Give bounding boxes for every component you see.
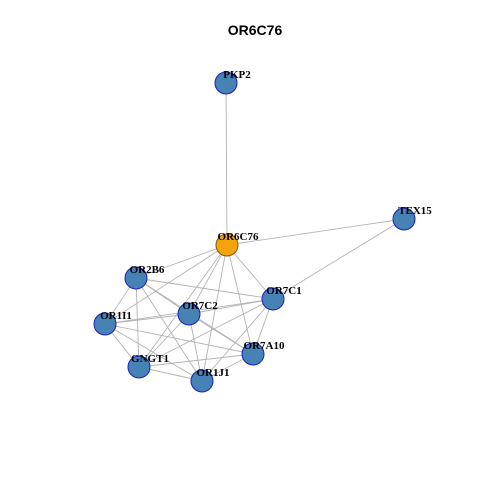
node-label: GNGT1 xyxy=(131,353,169,365)
node-circle xyxy=(190,369,214,393)
diagram-title: OR6C76 xyxy=(228,22,283,38)
node-circle xyxy=(241,342,265,366)
node-label: OR1I1 xyxy=(100,310,132,322)
node-circle xyxy=(214,71,238,95)
node-or6c76: OR6C76 xyxy=(215,231,259,257)
node-or1i1: OR1I1 xyxy=(93,310,132,336)
node-or1j1: OR1J1 xyxy=(190,367,230,393)
node-label: OR7A10 xyxy=(244,340,285,352)
edge-or7c1-gngt1 xyxy=(138,298,274,368)
node-circle xyxy=(261,287,285,311)
node-circle xyxy=(124,266,148,290)
edge-or7a10-gngt1 xyxy=(138,353,254,368)
edge-or2b6-gngt1 xyxy=(135,277,140,368)
node-circle xyxy=(177,302,201,326)
node-label: OR1J1 xyxy=(197,367,230,379)
node-or2b6: OR2B6 xyxy=(124,264,165,290)
edge-or2b6-or1j1 xyxy=(135,277,203,382)
node-circle xyxy=(392,207,416,231)
edge-tex15-or7c1 xyxy=(272,218,405,300)
node-circle xyxy=(93,312,117,336)
node-or7c2: OR7C2 xyxy=(177,300,218,326)
node-label: OR7C1 xyxy=(266,285,301,297)
node-gngt1: GNGT1 xyxy=(127,353,169,379)
node-label: OR6C76 xyxy=(218,231,259,243)
edge-or7c2-or7a10 xyxy=(188,313,254,355)
edge-or6c76-or2b6 xyxy=(135,244,228,279)
node-circle xyxy=(215,233,239,257)
edge-or6c76-or7c2 xyxy=(188,244,228,315)
edge-or1i1-or1j1 xyxy=(104,323,203,382)
edge-or6c76-or1i1 xyxy=(104,244,228,325)
edge-or6c76-or7c1 xyxy=(226,244,274,300)
edge-tex15-or6c76 xyxy=(226,218,405,246)
node-label: PKP2 xyxy=(223,69,251,81)
node-label: OR7C2 xyxy=(182,300,218,312)
node-circle xyxy=(127,355,151,379)
edge-or6c76-or1j1 xyxy=(201,244,228,382)
edge-or2b6-or7c1 xyxy=(135,277,274,300)
node-layer: PKP2TEX15OR6C76OR2B6OR7C1OR7C2OR1I1OR7A1… xyxy=(93,69,432,393)
node-label: OR2B6 xyxy=(130,264,165,276)
edge-or1i1-or7a10 xyxy=(104,323,254,355)
node-pkp2: PKP2 xyxy=(214,69,251,95)
edge-or7c2-or1i1 xyxy=(104,313,190,325)
node-or7a10: OR7A10 xyxy=(241,340,285,366)
edge-pkp2-or6c76 xyxy=(225,82,228,246)
edge-or7c2-gngt1 xyxy=(138,313,190,368)
node-or7c1: OR7C1 xyxy=(261,285,302,311)
node-tex15: TEX15 xyxy=(392,205,432,231)
edge-or6c76-or7a10 xyxy=(226,244,254,355)
node-label: TEX15 xyxy=(398,205,432,217)
edge-or7c1-or1j1 xyxy=(201,298,274,382)
